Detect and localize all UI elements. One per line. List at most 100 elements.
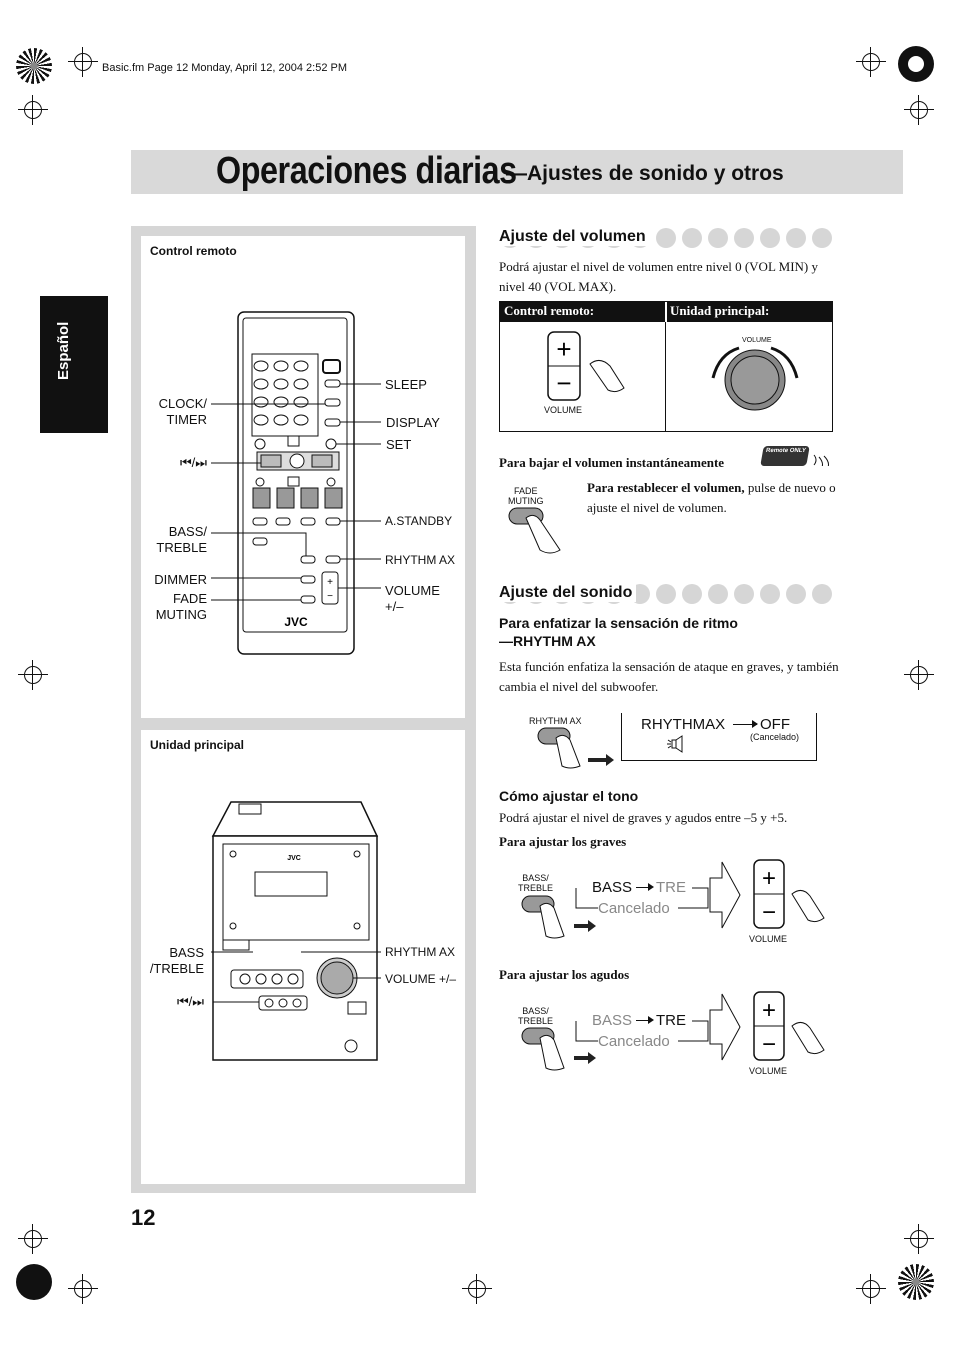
unit-label-skip: ⏮/⏭: [176, 994, 204, 1009]
label-display: DISPLAY: [386, 415, 440, 430]
main-unit-illustration: JVC: [211, 801, 381, 1061]
crosshair-mark: [18, 1224, 48, 1254]
signal-icon: [813, 454, 829, 466]
tone-text: Podrá ajustar el nivel de graves y agudo…: [499, 810, 788, 825]
unit-volume-knob: [711, 346, 799, 411]
treble-flow-lines: [575, 1020, 709, 1042]
restore-rest: pulse de nuevo o ajuste el nivel de volu…: [587, 480, 836, 515]
label-fade-muting: FADE MUTING: [155, 591, 207, 622]
bass-big-arrow: [709, 861, 741, 929]
treble-big-arrow: [709, 993, 741, 1061]
tre-active: TRE: [656, 1012, 686, 1029]
svg-text:+: +: [762, 865, 776, 892]
arrow-icon: [733, 724, 757, 725]
label-clock-timer: CLOCK/ TIMER: [158, 396, 207, 427]
registration-mark: [898, 1264, 934, 1300]
unit-label-bass-treble: BASS /TREBLE: [149, 945, 204, 976]
title-main: Operaciones diarias: [216, 150, 517, 192]
svg-text:−: −: [556, 368, 571, 398]
label-volume: VOLUME +/–: [385, 583, 440, 614]
label-rhythm-ax: RHYTHM AX: [385, 553, 456, 567]
unit-label-volume: VOLUME +/–: [385, 972, 457, 986]
title-bar: [131, 150, 903, 194]
table-header-remote: Control remoto:: [504, 303, 595, 318]
remote-brand: JVC: [284, 615, 308, 629]
crosshair-mark: [856, 1274, 886, 1304]
treble-cancel: Cancelado: [598, 1033, 670, 1050]
unit-title: Unidad principal: [150, 738, 245, 752]
arrow-icon: [636, 1020, 652, 1021]
rhythm-cancel-note: (Cancelado): [750, 732, 800, 742]
label-skip: ⏮/⏭: [179, 455, 207, 470]
rhythm-button-label: RHYTHM AX: [529, 716, 582, 726]
treble-heading: Para ajustar los agudos: [499, 967, 630, 982]
volume-table: Control remoto: Unidad principal: + − VO…: [499, 301, 833, 432]
bass-volume-button: + −: [753, 859, 825, 929]
treble-volume-label: VOLUME: [749, 1066, 788, 1076]
file-info: Basic.fm Page 12 Monday, April 12, 2004 …: [102, 62, 347, 74]
remote-volume-illustration: + −: [547, 331, 625, 401]
registration-mark: [16, 1264, 52, 1300]
language-tab: [40, 296, 108, 433]
bass-button-label: BASS/ TREBLE: [518, 873, 554, 893]
treble-button-label: BASS/ TREBLE: [518, 1006, 554, 1026]
svg-text:−: −: [327, 591, 333, 602]
svg-text:+: +: [556, 334, 571, 364]
fade-muting-button: [508, 507, 561, 554]
rhythm-button: [537, 727, 614, 769]
svg-text:+: +: [762, 997, 776, 1024]
label-bass-treble: BASS/ TREBLE: [156, 524, 207, 555]
rhythm-state-box: [621, 713, 817, 761]
label-dimmer: DIMMER: [154, 572, 207, 587]
crosshair-mark: [68, 47, 98, 77]
bass-volume-label: VOLUME: [749, 934, 788, 944]
svg-text:−: −: [762, 899, 776, 926]
bass-heading: Para ajustar los graves: [499, 834, 627, 849]
volume-intro: Podrá ajustar el nivel de volumen entre …: [499, 259, 819, 294]
sound-heading: Ajuste del sonido: [499, 584, 637, 602]
bass-active: BASS: [592, 879, 633, 896]
unit-label-rhythm-ax: RHYTHM AX: [385, 945, 456, 959]
speaker-icon: [667, 735, 683, 753]
page-title: Operaciones diarias: [216, 150, 570, 193]
arrow-icon: [648, 1016, 654, 1024]
label-set: SET: [386, 437, 412, 452]
remote-title: Control remoto: [150, 244, 237, 258]
treble-volume-button: + −: [753, 991, 825, 1061]
rhythm-heading: Para enfatizar la sensación de ritmo —RH…: [499, 615, 738, 649]
rhythm-state-off: OFF: [760, 716, 790, 733]
remote-control-illustration: + − JVC: [211, 311, 381, 655]
table-header-unit: Unidad principal:: [670, 303, 770, 318]
restore-bold: Para restablecer el volumen,: [587, 480, 745, 495]
arrow-icon: [636, 887, 652, 888]
rhythm-text: Esta función enfatiza la sensación de at…: [499, 659, 839, 694]
volume-heading: Ajuste del volumen: [499, 228, 650, 246]
unit-brand: JVC: [287, 855, 301, 862]
crosshair-mark: [462, 1274, 492, 1304]
label-astandby: A.STANDBY: [385, 514, 453, 528]
remote-volume-label: VOLUME: [544, 405, 583, 415]
mute-heading: Para bajar el volumen instantáneamente: [499, 455, 725, 470]
bass-inactive: BASS: [592, 1012, 633, 1029]
svg-text:−: −: [762, 1031, 776, 1058]
crosshair-mark: [68, 1274, 98, 1304]
tone-heading: Cómo ajustar el tono: [499, 788, 639, 804]
treble-button: [521, 1027, 596, 1071]
registration-mark: [16, 48, 52, 84]
language-tab-label: Español: [55, 321, 72, 380]
fade-muting-label: FADE MUTING: [508, 486, 544, 506]
svg-text:+: +: [327, 577, 333, 588]
arrow-icon: [648, 883, 654, 891]
bass-button: [521, 895, 596, 939]
remote-only-badge: Remote ONLY: [760, 446, 810, 466]
crosshair-mark: [18, 660, 48, 690]
restore-text: Para restablecer el volumen, pulse de nu…: [587, 478, 843, 518]
registration-mark: [898, 46, 934, 82]
label-sleep: SLEEP: [385, 377, 427, 392]
page-number: 12: [131, 1205, 156, 1230]
crosshair-mark: [856, 47, 886, 77]
crosshair-mark: [904, 660, 934, 690]
bass-cancel: Cancelado: [598, 900, 670, 917]
crosshair-mark: [904, 1224, 934, 1254]
crosshair-mark: [18, 95, 48, 125]
